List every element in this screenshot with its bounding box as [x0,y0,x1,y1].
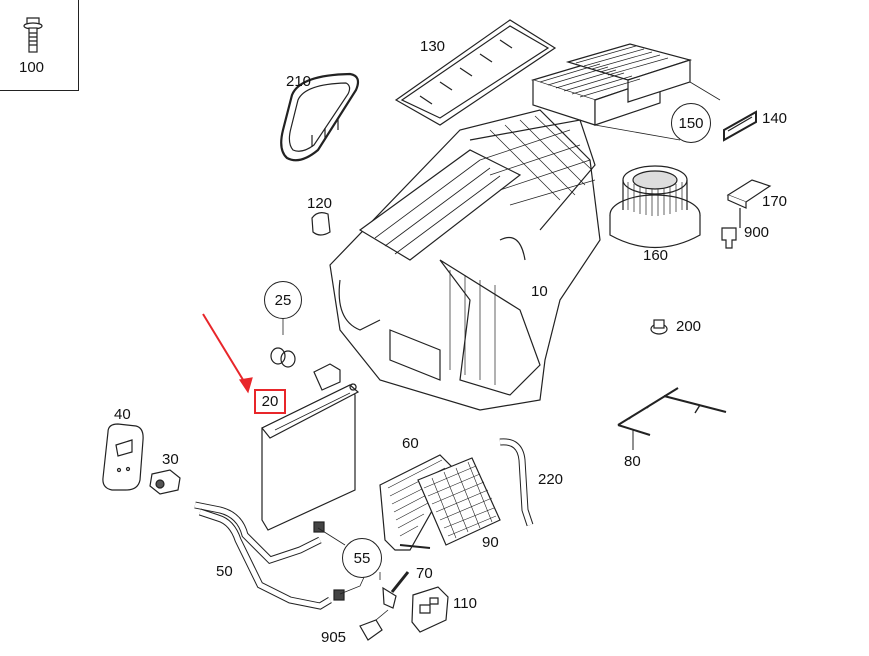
label-part-160[interactable]: 160 [643,247,669,264]
label-part-55[interactable]: 55 [342,538,382,578]
label-part-20-highlighted[interactable]: 20 [254,389,286,414]
label-part-50[interactable]: 50 [216,563,233,580]
nut-200-drawing [650,319,668,335]
pipes-50-drawing [194,501,366,610]
label-part-90[interactable]: 90 [482,534,499,551]
orings-25-drawing [270,317,296,368]
label-part-150-text: 150 [678,114,704,132]
ptc-90-drawing [417,457,501,546]
gasket-210-drawing [280,72,360,162]
fastener-box [0,0,79,91]
actuator-110-drawing [411,586,449,633]
hose-220-drawing [499,438,534,527]
blower-160-drawing [609,165,701,249]
label-part-60[interactable]: 60 [402,435,419,452]
label-part-110[interactable]: 110 [453,595,477,612]
housing-10-drawing [329,109,601,411]
label-part-20-text: 20 [261,393,279,410]
filter-140-drawing [723,110,757,142]
resistor-170-drawing [721,179,772,249]
label-part-140[interactable]: 140 [762,110,788,127]
label-part-120[interactable]: 120 [307,195,333,212]
sensor-120-drawing [311,212,331,236]
label-part-100[interactable]: 100 [19,59,45,76]
label-part-905[interactable]: 905 [321,629,347,646]
label-part-220[interactable]: 220 [538,471,564,488]
label-part-170[interactable]: 170 [762,193,788,210]
label-part-150[interactable]: 150 [671,103,711,143]
label-part-10[interactable]: 10 [531,283,548,300]
bolt-100-drawing [23,17,43,53]
seal-130-drawing [394,19,557,126]
label-part-25-text: 25 [274,291,292,309]
label-part-70[interactable]: 70 [416,565,433,582]
label-part-25[interactable]: 25 [264,281,302,319]
label-part-30[interactable]: 30 [162,451,179,468]
label-part-130[interactable]: 130 [420,38,446,55]
cover-40-drawing [102,423,144,491]
label-part-900[interactable]: 900 [744,224,770,241]
actuator-30-drawing [149,469,181,495]
label-part-80[interactable]: 80 [624,453,641,470]
label-part-200[interactable]: 200 [676,318,702,335]
harness-80-drawing [617,387,727,450]
label-part-210[interactable]: 210 [286,73,312,90]
highlight-arrow [202,313,253,394]
filters-150-drawing [530,43,721,141]
label-part-55-text: 55 [353,549,371,567]
sensor-70-drawing [359,571,410,641]
evaporator-20-drawing [261,363,360,531]
label-part-40[interactable]: 40 [114,406,131,423]
